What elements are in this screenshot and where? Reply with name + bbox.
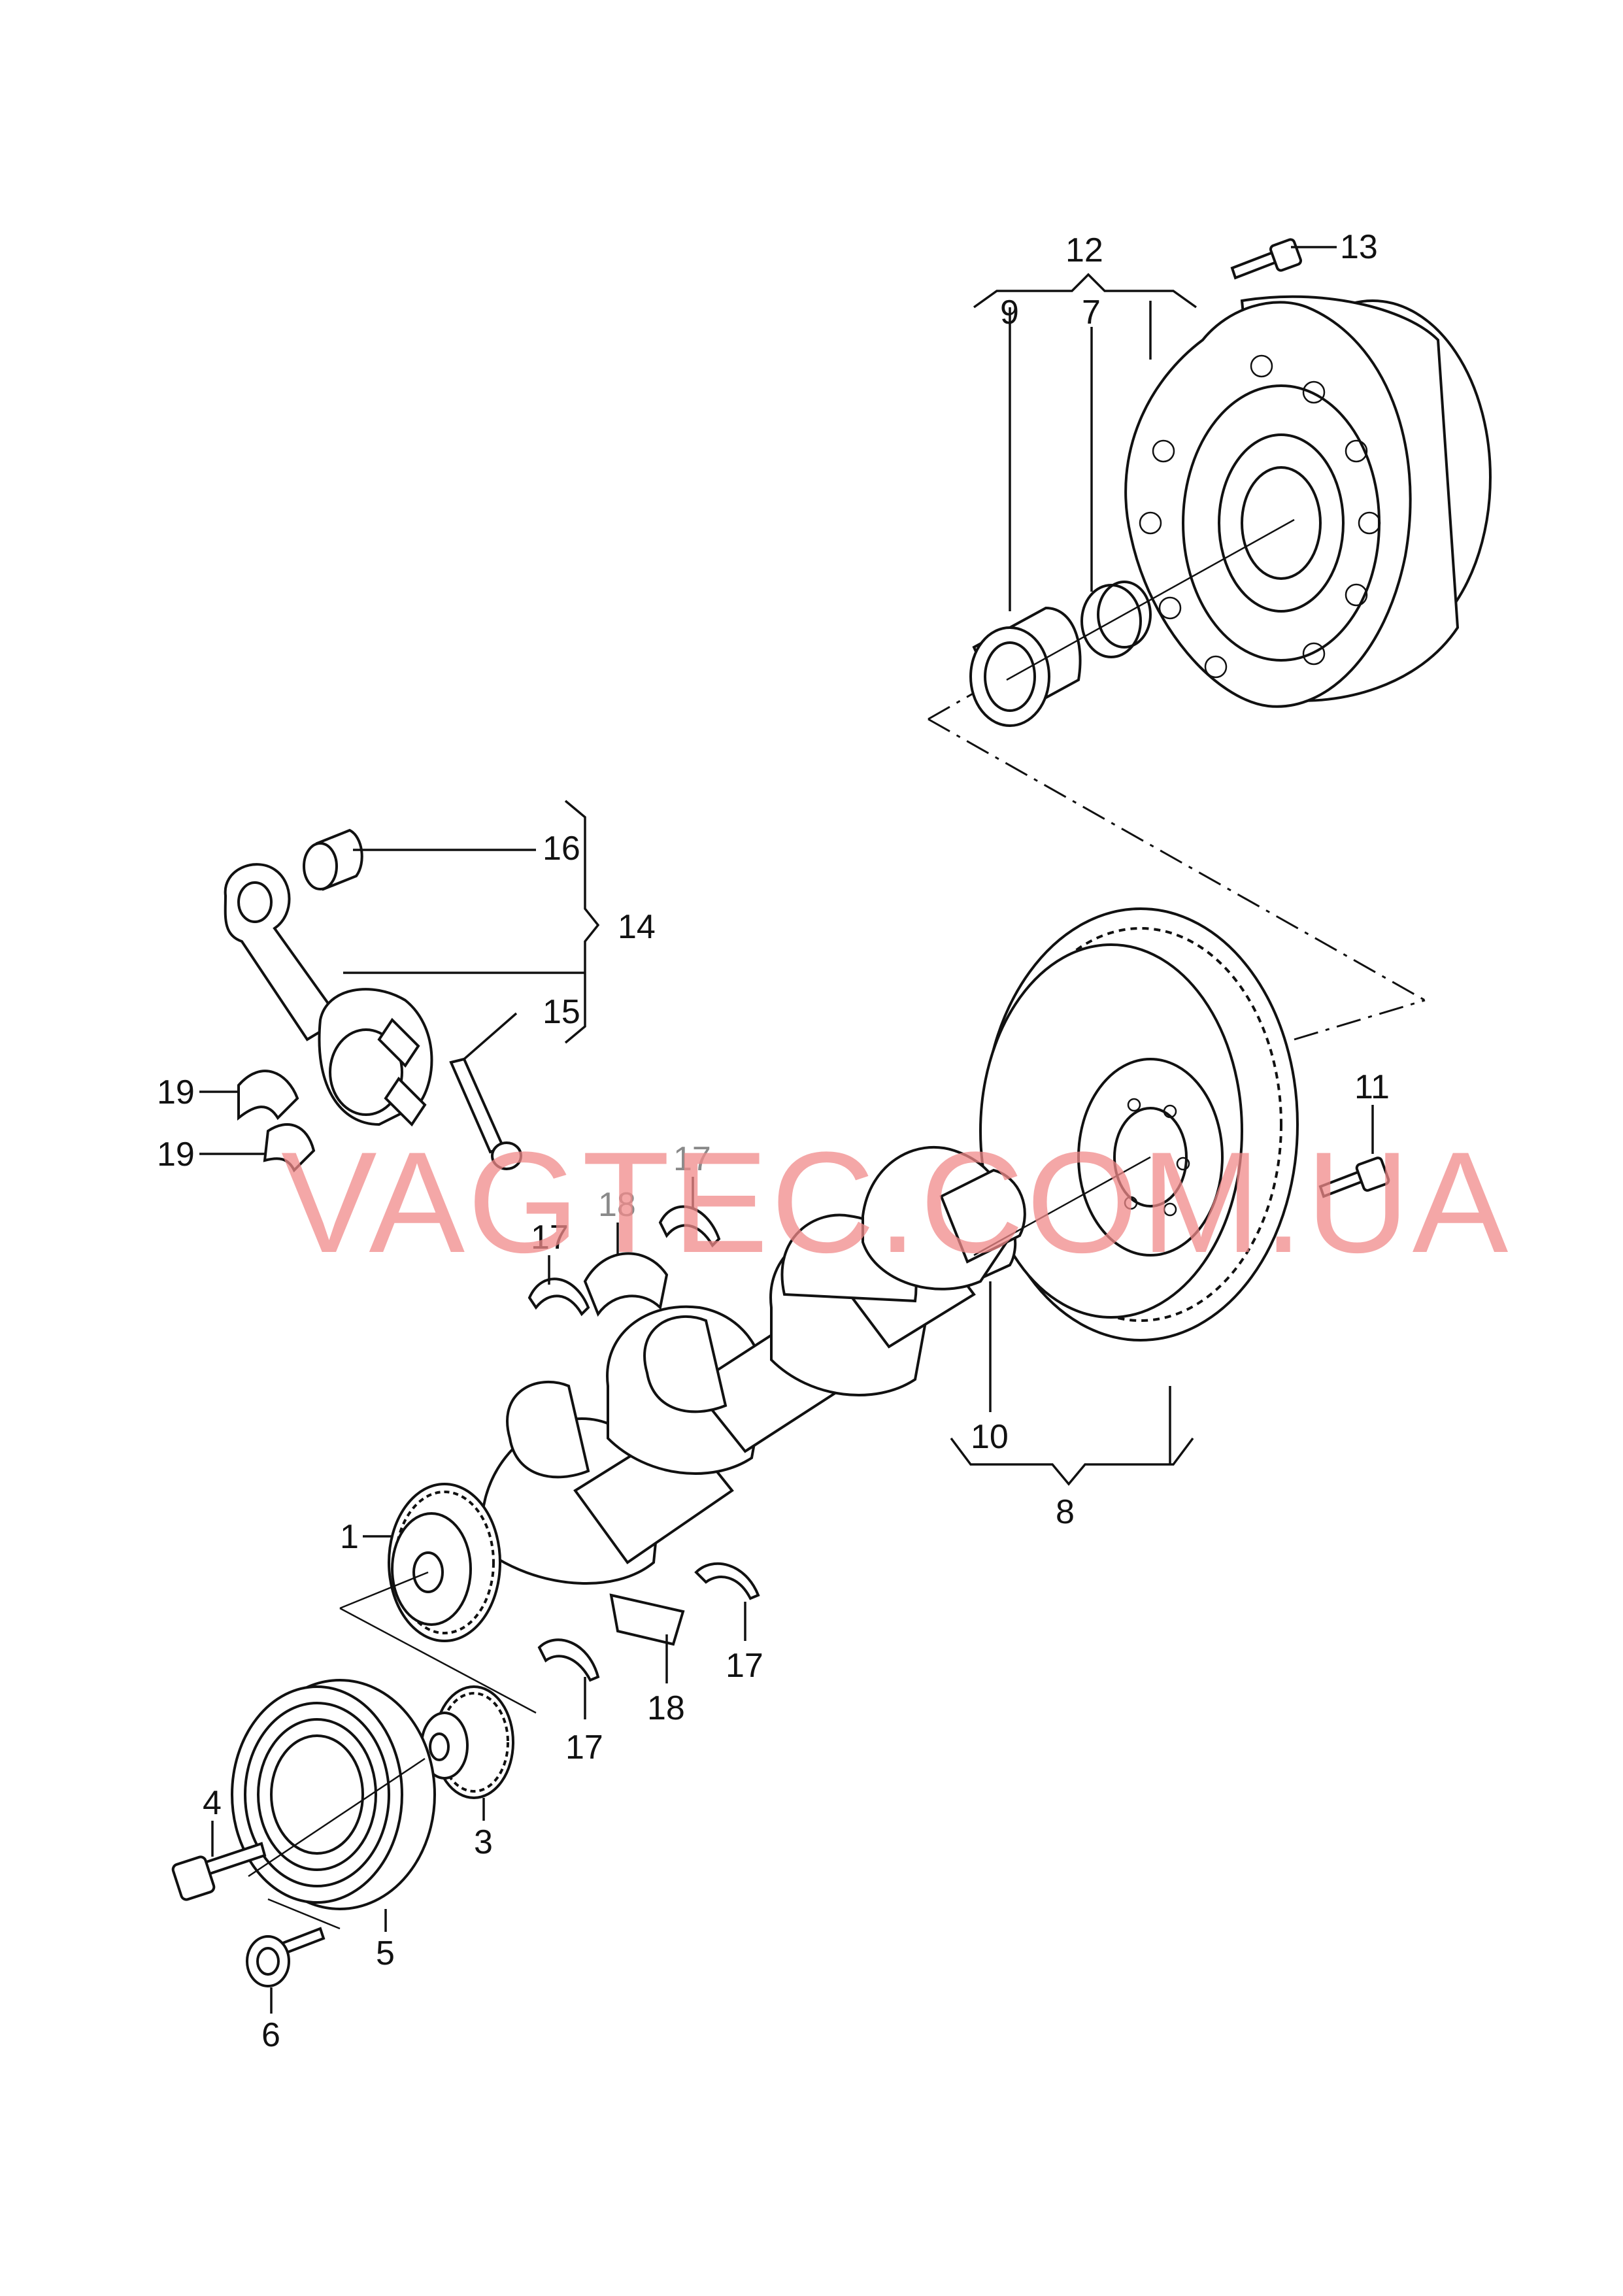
connecting-rod — [224, 863, 433, 1127]
callout-7: 7 — [1082, 294, 1101, 331]
callout-17c: 17 — [726, 1647, 763, 1685]
callout-5: 5 — [376, 1934, 395, 1972]
dual-mass-flywheel — [1124, 295, 1492, 708]
callout-10: 10 — [971, 1418, 1009, 1456]
leader-lines — [199, 246, 1374, 2014]
rod-bolt-15 — [449, 1057, 522, 1170]
flywheel-bolt-11 — [1318, 1156, 1390, 1198]
damper-bolt-4 — [171, 1842, 267, 1901]
callout-17d: 17 — [565, 1729, 603, 1766]
rod-bearing-shell-19a — [237, 1070, 299, 1121]
callout-4: 4 — [203, 1784, 222, 1822]
callout-13: 13 — [1340, 228, 1378, 266]
callout-18a: 18 — [598, 1186, 636, 1224]
damper-bolt-6 — [246, 1927, 326, 1987]
thrust-washer-17b — [658, 1205, 721, 1248]
vibration-damper-5 — [231, 1679, 436, 1910]
callout-19a: 19 — [157, 1073, 195, 1111]
callout-11: 11 — [1354, 1068, 1390, 1106]
callout-14: 14 — [618, 908, 656, 946]
assembly-lines — [248, 518, 1426, 1930]
callout-15: 15 — [543, 993, 580, 1031]
callout-9: 9 — [1000, 294, 1019, 331]
small-end-bushing-16 — [303, 828, 363, 891]
crankshaft-gear — [388, 1483, 501, 1642]
callout-6: 6 — [261, 2016, 280, 2054]
callout-12: 12 — [1065, 231, 1103, 269]
main-bearing-shell-18a — [583, 1252, 669, 1317]
thrust-washer-17c — [694, 1562, 760, 1600]
callout-17b: 17 — [673, 1140, 711, 1178]
watermark-text: VAGTEC.COM.UA — [281, 1122, 1511, 1283]
flywheel-ring-gear — [979, 907, 1299, 1342]
thrust-washer-17d — [537, 1638, 600, 1682]
sprocket-3 — [420, 1685, 514, 1799]
callout-8: 8 — [1056, 1493, 1075, 1531]
flywheel-bolt-13 — [1230, 238, 1303, 280]
callout-1: 1 — [340, 1518, 359, 1556]
callout-3: 3 — [474, 1823, 493, 1861]
rod-bearing-shell-19b — [263, 1123, 316, 1173]
crankshaft — [480, 1146, 1026, 1585]
callout-labels: 1 3 4 5 6 7 8 9 10 11 12 13 14 15 16 17 … — [157, 228, 1390, 2054]
callout-16: 16 — [543, 830, 580, 868]
main-bearing-shell-18b — [609, 1593, 685, 1646]
callout-19b: 19 — [157, 1136, 195, 1173]
callout-17a: 17 — [531, 1219, 569, 1257]
thrust-washer-17a — [527, 1277, 590, 1317]
needle-bearing-9 — [969, 606, 1082, 727]
callout-18b: 18 — [647, 1689, 685, 1727]
